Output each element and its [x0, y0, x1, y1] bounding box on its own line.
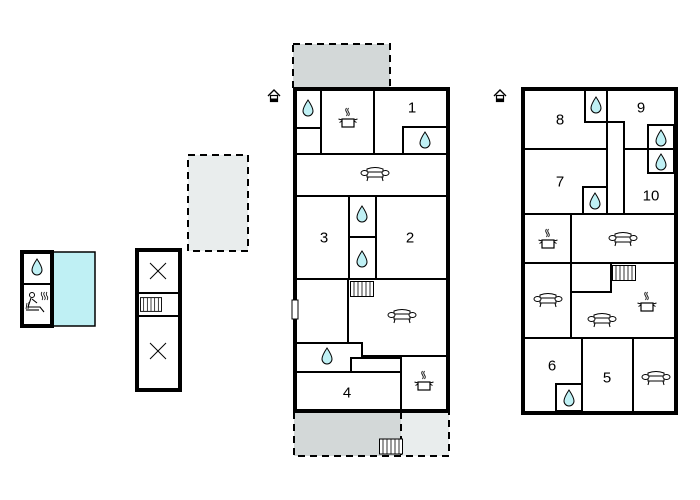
sofa-icon: [641, 371, 671, 386]
cross-icon: [149, 262, 167, 280]
room-8-label: 8: [556, 112, 564, 129]
storage-annex: [135, 248, 182, 392]
stairs-icon: [140, 297, 162, 312]
cooking-pot-icon: [337, 107, 359, 128]
floor-1-outer-wall: [293, 87, 450, 413]
stairs-icon: [612, 265, 636, 281]
room-4-label: 4: [343, 385, 351, 402]
sofa-icon: [533, 293, 563, 308]
room-7-label: 7: [556, 174, 564, 191]
room-3-label: 3: [320, 230, 328, 247]
water-drop-icon: [590, 96, 602, 114]
water-drop-icon: [356, 250, 368, 268]
room-1-label: 1: [408, 100, 416, 117]
entrance-house-icon: [493, 89, 507, 103]
stairs-icon: [350, 281, 374, 297]
cooking-pot-icon: [413, 370, 435, 391]
water-drop-icon: [589, 192, 601, 210]
room-5-label: 5: [603, 370, 611, 387]
water-drop-icon: [356, 205, 368, 223]
room-6-label: 6: [548, 358, 556, 375]
terrace-bottom-right: [401, 412, 449, 456]
main-floor-1: 1 3 2 4: [267, 43, 450, 457]
water-drop-icon: [419, 131, 431, 149]
main-floor-2: 8 9 7 10 6 5: [493, 87, 678, 415]
door: [291, 299, 299, 320]
terrace-top: [292, 43, 391, 90]
room-10-label: 10: [643, 188, 660, 205]
water-drop-icon: [302, 99, 314, 117]
water-drop-icon: [563, 389, 575, 407]
sofa-icon: [360, 167, 390, 182]
cross-icon: [149, 342, 167, 360]
floor-2-outer-wall: [521, 87, 678, 415]
sofa-icon: [387, 309, 417, 324]
sauna-annex: [20, 250, 96, 328]
cooking-pot-icon: [537, 228, 559, 249]
cooking-pot-icon: [636, 291, 658, 312]
sofa-icon: [587, 313, 617, 328]
room-9-label: 9: [637, 100, 645, 117]
entrance-house-icon: [267, 89, 281, 103]
water-drop-icon: [321, 347, 333, 365]
stairs-icon: [379, 438, 403, 455]
detached-terrace: [187, 154, 249, 252]
water-drop-icon: [655, 129, 667, 147]
storage-annex-outer-wall: [135, 248, 182, 392]
room-2-label: 2: [406, 230, 414, 247]
pool: [51, 251, 96, 327]
water-drop-icon: [655, 153, 667, 171]
sofa-icon: [608, 232, 638, 247]
